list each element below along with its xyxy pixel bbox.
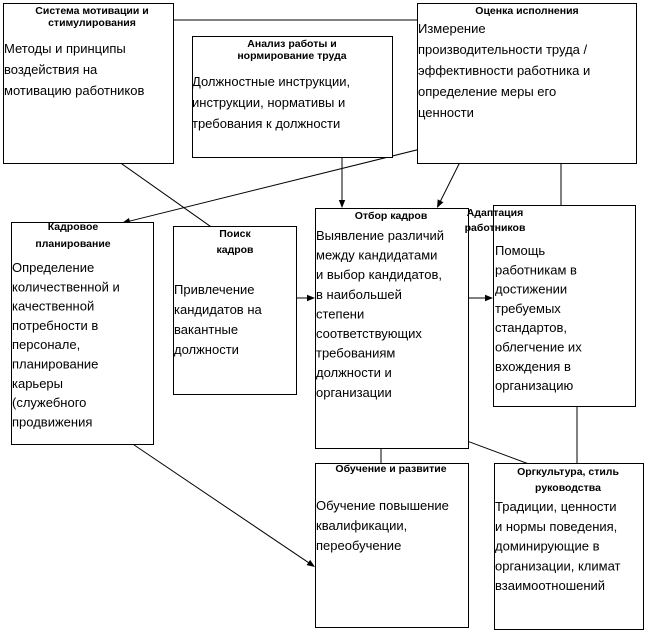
box-analysis-frame: [192, 36, 393, 158]
connector-line: [99, 421, 310, 564]
box-selection-text: соответствующих: [316, 326, 422, 341]
box-selection-text: Выявление различий: [316, 228, 444, 243]
box-evaluation-frame: [417, 3, 637, 164]
box-culture-text: взаимоотношений: [495, 578, 605, 593]
box-search-title: Поиск: [219, 228, 251, 240]
arrowhead: [307, 294, 315, 302]
box-culture-title: Оргкультура, стиль: [517, 466, 619, 478]
box-motivation-text: мотивацию работников: [4, 83, 144, 98]
box-culture-text: и нормы поведения,: [495, 519, 617, 534]
box-analysis-text: требования к должности: [192, 116, 340, 131]
box-selection-title: Отбор кадров: [355, 210, 428, 222]
box-planning-text: потребности в: [12, 318, 98, 333]
box-planning-title: Кадровое: [48, 221, 99, 233]
box-evaluation-title: Оценка исполнения: [475, 5, 578, 17]
box-adaptation-text: достижении: [495, 282, 567, 297]
box-planning-title: планирование: [35, 238, 110, 250]
box-search-title: кадров: [216, 244, 254, 256]
box-analysis-title: Анализ работы и: [247, 38, 336, 50]
box-analysis-title: нормирование труда: [237, 50, 346, 62]
box-search-text: должности: [174, 342, 239, 357]
box-selection-text: между кандидатами: [316, 248, 437, 263]
box-culture-text: доминирующие в: [495, 539, 600, 554]
box-adaptation-text: стандартов,: [495, 320, 567, 335]
box-planning-text: Определение: [12, 260, 94, 275]
box-culture-frame: [494, 463, 644, 630]
box-adaptation-text: организацию: [495, 378, 573, 393]
box-planning-text: продвижения: [12, 414, 92, 429]
box-planning-text: (служебного: [12, 395, 86, 410]
box-adaptation-text: требуемых: [495, 301, 561, 316]
box-training-title: Обучение и развитие: [335, 463, 446, 475]
box-planning: КадровоепланированиеОпределениеколичеств…: [11, 221, 154, 445]
box-motivation: Система мотивации истимулированияМетоды …: [3, 3, 174, 164]
box-planning-text: карьеры: [12, 376, 63, 391]
box-training-text: Обучение повышение: [316, 498, 449, 513]
box-motivation-title: стимулирования: [48, 17, 136, 29]
connector-planning-training: [99, 421, 315, 567]
box-evaluation-text: ценности: [418, 105, 474, 120]
arrowhead: [437, 199, 444, 208]
box-selection-text: должности и: [316, 365, 392, 380]
box-motivation-text: Методы и принципы: [4, 41, 126, 56]
box-adaptation-title: работников: [465, 222, 526, 234]
arrowhead: [306, 559, 315, 567]
box-culture-text: организации, климат: [495, 558, 621, 573]
box-planning-text: качественной: [12, 299, 94, 314]
box-evaluation-text: Измерение: [418, 21, 486, 36]
box-evaluation-text: определение меры его: [418, 84, 556, 99]
box-training-text: переобучение: [316, 538, 401, 553]
box-selection-text: организации: [316, 385, 392, 400]
box-evaluation-text: эффективности работника и: [418, 63, 590, 78]
box-training-text: квалификации,: [316, 518, 407, 533]
box-planning-text: планирование: [12, 357, 98, 372]
box-evaluation-text: производительности труда /: [418, 42, 588, 57]
box-planning-text: персонале,: [12, 337, 80, 352]
box-search-frame: [173, 226, 297, 395]
box-selection-frame: [315, 208, 469, 449]
box-training-frame: [315, 463, 469, 628]
box-selection-text: требованиям: [316, 346, 395, 361]
box-adaptation-title: Адаптация: [467, 207, 523, 219]
box-selection-text: степени: [316, 306, 364, 321]
box-search-text: кандидатов на: [174, 302, 262, 317]
box-planning-text: количественной и: [12, 279, 120, 294]
box-search-text: Привлечение: [174, 282, 255, 297]
boxes-layer: Система мотивации истимулированияМетоды …: [3, 3, 644, 630]
box-analysis-text: Должностные инструкции,: [192, 74, 350, 89]
box-motivation-title: Система мотивации и: [35, 5, 148, 17]
box-planning-frame: [11, 222, 154, 445]
box-adaptation-text: облегчение их: [495, 340, 582, 355]
box-adaptation-text: вхождения в: [495, 359, 571, 374]
box-selection-text: и выбор кандидатов,: [316, 267, 442, 282]
box-culture-title: руководства: [535, 482, 601, 494]
connector-line: [128, 135, 474, 222]
arrowhead: [485, 294, 493, 302]
box-selection-text: в наибольшей: [316, 287, 402, 302]
box-motivation-frame: [3, 3, 174, 164]
box-search-text: вакантные: [174, 322, 238, 337]
connector-search-selection: [296, 294, 315, 302]
box-adaptation-text: работникам в: [495, 262, 577, 277]
box-adaptation-frame: [493, 205, 636, 407]
box-culture-text: Традиции, ценности: [495, 499, 617, 514]
connector-selection-adaptation: [468, 294, 493, 302]
box-adaptation-text: Помощь: [495, 243, 545, 258]
arrowhead: [338, 200, 346, 208]
box-analysis-text: инструкции, нормативы и: [192, 95, 345, 110]
box-motivation-text: воздействия на: [4, 62, 98, 77]
